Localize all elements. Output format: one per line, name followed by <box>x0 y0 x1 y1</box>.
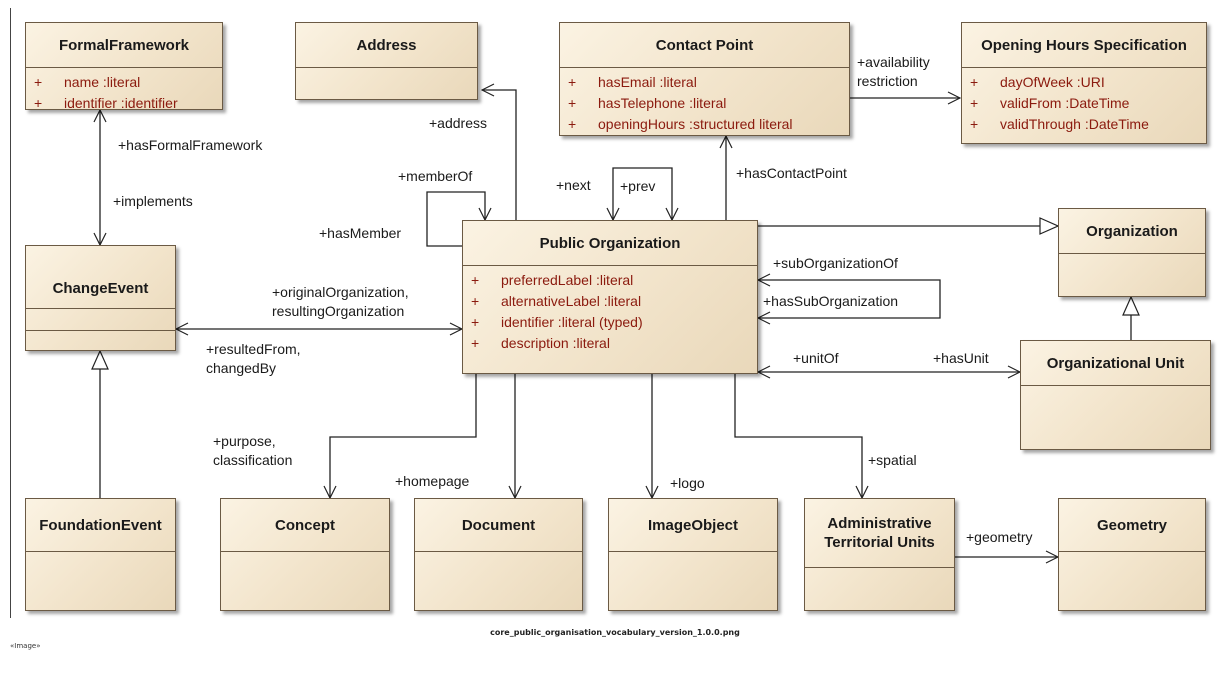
class-admin-territorial-units[interactable]: Administrative Territorial Units <box>804 498 955 611</box>
edge-memberof <box>426 191 485 247</box>
edge-address <box>482 90 517 220</box>
edge-spatial <box>734 374 862 498</box>
image-stereotype: «Image» <box>10 642 41 650</box>
frame-border <box>10 8 11 618</box>
class-document[interactable]: Document <box>414 498 583 611</box>
class-name: FoundationEvent <box>26 499 175 552</box>
class-name: Organizational Unit <box>1021 341 1210 386</box>
class-public-organization[interactable]: Public Organization +preferredLabel :lit… <box>462 220 758 374</box>
edge-suborganization <box>758 280 941 318</box>
label-availability-restriction: +availability restriction <box>857 54 930 89</box>
label-has-member: +hasMember <box>319 225 402 241</box>
attribute: +description :literal <box>471 335 610 351</box>
uml-class-diagram: FormalFramework +name :literal +identifi… <box>0 0 1230 640</box>
label-member-of: +memberOf <box>398 168 473 184</box>
class-foundation-event[interactable]: FoundationEvent <box>25 498 176 611</box>
label-prev: +prev <box>620 178 656 194</box>
class-organizational-unit[interactable]: Organizational Unit <box>1020 340 1211 450</box>
class-name: Geometry <box>1059 499 1205 552</box>
class-name: Organization <box>1059 209 1205 254</box>
attribute: +dayOfWeek :URI <box>970 74 1105 90</box>
attribute: +hasEmail :literal <box>568 74 697 90</box>
label-has-contact-point: +hasContactPoint <box>736 165 847 181</box>
label-has-unit: +hasUnit <box>933 350 989 366</box>
label-implements: +implements <box>113 193 193 209</box>
label-has-formal-framework: +hasFormalFramework <box>118 137 263 153</box>
class-organization[interactable]: Organization <box>1058 208 1206 297</box>
class-name: FormalFramework <box>26 23 222 68</box>
class-formal-framework[interactable]: FormalFramework +name :literal +identifi… <box>25 22 223 111</box>
attribute: +identifier :literal (typed) <box>471 314 643 330</box>
class-concept[interactable]: Concept <box>220 498 390 611</box>
class-name: ImageObject <box>609 499 777 552</box>
label-next: +next <box>556 177 591 193</box>
class-contact-point[interactable]: Contact Point +hasEmail :literal +hasTel… <box>559 22 850 136</box>
class-name: ChangeEvent <box>26 246 175 331</box>
class-change-event[interactable]: ChangeEvent <box>25 245 176 351</box>
attribute: +alternativeLabel :literal <box>471 293 642 309</box>
attribute: +openingHours :structured literal <box>568 116 793 132</box>
class-name: Opening Hours Specification <box>962 23 1206 68</box>
class-name: Public Organization <box>463 221 757 266</box>
attribute: +validFrom :DateTime <box>970 95 1130 111</box>
class-geometry[interactable]: Geometry <box>1058 498 1206 611</box>
label-spatial: +spatial <box>868 452 917 468</box>
label-purpose: +purpose, classification <box>213 433 293 468</box>
label-resulted-from: +resultedFrom, changedBy <box>206 341 301 376</box>
image-caption: core_public_organisation_vocabulary_vers… <box>490 628 740 637</box>
class-name: Document <box>415 499 582 552</box>
label-original-resulting: +originalOrganization, resultingOrganiza… <box>272 284 409 319</box>
attribute: +validThrough :DateTime <box>970 116 1149 132</box>
attribute: +identifier :identifier <box>34 95 178 111</box>
connector-lines <box>0 0 1230 640</box>
label-address: +address <box>429 115 487 131</box>
class-name: Concept <box>221 499 389 552</box>
label-has-sub-organization: +hasSubOrganization <box>763 293 899 309</box>
label-sub-organization-of: +subOrganizationOf <box>773 255 898 271</box>
class-image-object[interactable]: ImageObject <box>608 498 778 611</box>
label-unit-of: +unitOf <box>793 350 839 366</box>
class-opening-hours[interactable]: Opening Hours Specification +dayOfWeek :… <box>961 22 1207 144</box>
edge-concept <box>330 374 477 498</box>
class-name: Administrative Territorial Units <box>805 499 954 568</box>
attribute: +hasTelephone :literal <box>568 95 727 111</box>
label-homepage: +homepage <box>395 473 470 489</box>
class-address[interactable]: Address <box>295 22 478 100</box>
edge-next-prev <box>613 167 672 220</box>
label-geometry: +geometry <box>966 529 1033 545</box>
label-logo: +logo <box>670 475 705 491</box>
class-name: Contact Point <box>560 23 849 68</box>
attribute: +preferredLabel :literal <box>471 272 634 288</box>
attribute: +name :literal <box>34 74 141 90</box>
class-name: Address <box>296 23 477 68</box>
